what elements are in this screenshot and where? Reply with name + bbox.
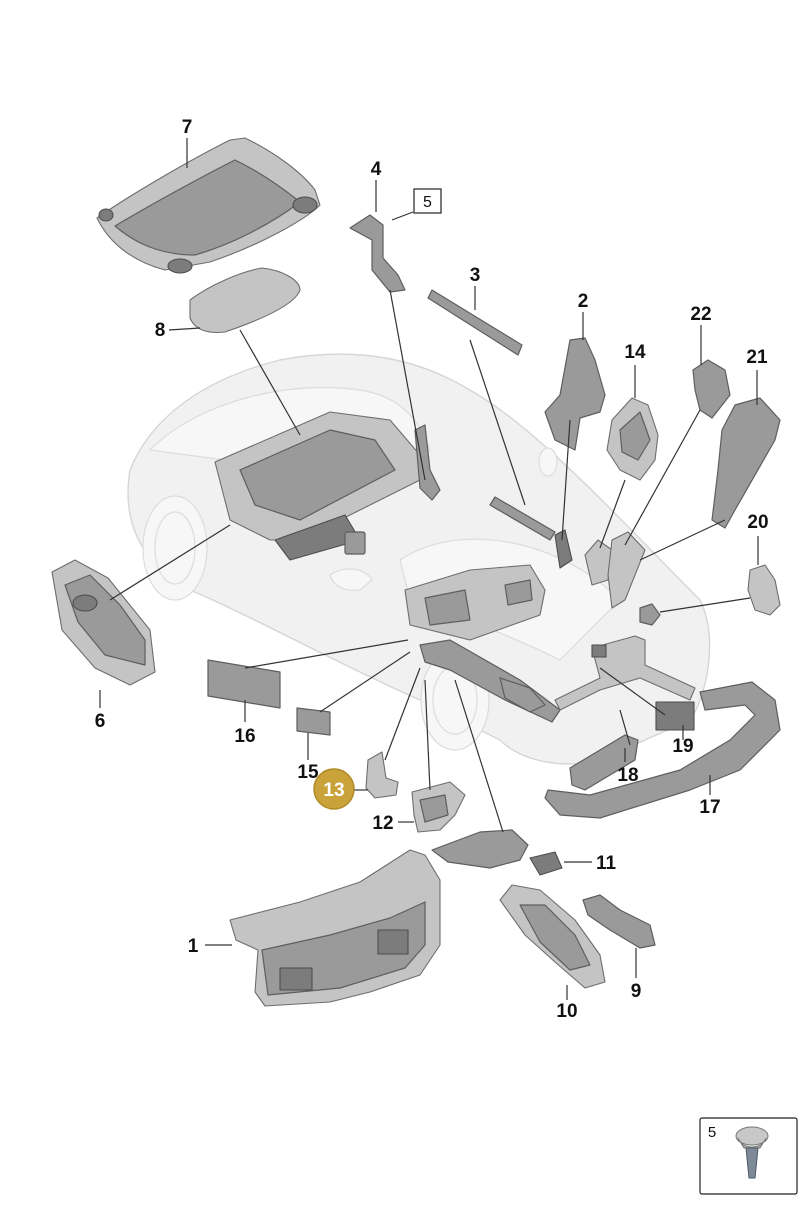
callout-14[interactable]: 14 <box>624 342 646 363</box>
part-20-bracket[interactable] <box>639 564 781 626</box>
leader-lines <box>99 138 759 1000</box>
inset-part-5-clip[interactable]: 5 <box>699 1117 798 1195</box>
part-15-pad[interactable] <box>296 707 331 736</box>
part-2-pillar-panel[interactable] <box>544 337 606 569</box>
part-3-strip[interactable] <box>427 289 556 541</box>
callout-5-reference-box[interactable]: 5 <box>413 188 442 214</box>
callout-8[interactable]: 8 <box>155 320 166 341</box>
callout-2[interactable]: 2 <box>578 291 589 312</box>
part-8-cover[interactable] <box>189 267 301 334</box>
callout-3[interactable]: 3 <box>470 265 481 286</box>
callout-22[interactable]: 22 <box>690 304 711 325</box>
part-18-pad[interactable] <box>569 734 639 791</box>
callout-11[interactable]: 11 <box>596 853 617 874</box>
callout-9[interactable]: 9 <box>631 981 642 1002</box>
part-6-side-panel[interactable] <box>51 559 156 686</box>
callout-13-highlighted[interactable]: 13 <box>313 768 355 810</box>
callout-13: 13 <box>323 780 344 801</box>
callout-19[interactable]: 19 <box>672 736 693 757</box>
part-16-pad[interactable] <box>207 659 281 709</box>
callout-20[interactable]: 20 <box>747 512 768 533</box>
part-4-bracket[interactable] <box>349 214 441 501</box>
callout-17[interactable]: 17 <box>699 797 720 818</box>
callout-labels: 7 8 4 3 2 14 22 21 20 6 16 15 12 11 1 10… <box>95 117 769 1022</box>
callout-7[interactable]: 7 <box>182 117 193 138</box>
part-9-bracket[interactable] <box>582 894 656 949</box>
part-22-bracket[interactable] <box>692 359 731 419</box>
callout-1[interactable]: 1 <box>188 936 199 957</box>
callout-16[interactable]: 16 <box>234 726 255 747</box>
clip-icon <box>745 1147 759 1179</box>
part-12-bracket[interactable] <box>411 781 466 833</box>
callout-21[interactable]: 21 <box>746 347 768 368</box>
callout-4[interactable]: 4 <box>371 159 382 180</box>
part-19-duct[interactable] <box>554 635 696 731</box>
part-11-duct[interactable] <box>431 829 563 876</box>
callout-15[interactable]: 15 <box>297 762 319 783</box>
part-10-duct[interactable] <box>499 884 606 989</box>
part-1-bulkhead-panel[interactable] <box>229 849 441 1007</box>
callout-12[interactable]: 12 <box>372 813 393 834</box>
callout-6[interactable]: 6 <box>95 711 106 732</box>
front-area-parts <box>404 564 561 723</box>
engine-bay-insulation <box>214 411 421 561</box>
part-14-bracket[interactable] <box>584 397 659 586</box>
part-21-panel[interactable] <box>607 397 781 609</box>
part-13-bracket[interactable] <box>365 751 399 799</box>
part-17-bumper-seal[interactable] <box>544 681 781 819</box>
callout-18[interactable]: 18 <box>617 765 638 786</box>
callout-5: 5 <box>423 194 432 211</box>
inset-label: 5 <box>708 1124 716 1141</box>
part-7-rear-panel[interactable] <box>96 137 321 274</box>
callout-10[interactable]: 10 <box>556 1001 577 1022</box>
